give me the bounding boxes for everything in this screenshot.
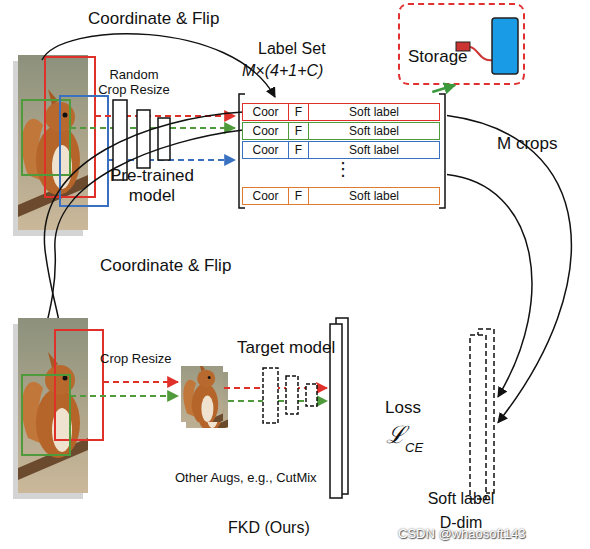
arrow-caption: Coordinate & Flip	[88, 9, 219, 29]
coordinate-cell: Coor	[242, 187, 289, 205]
target-layer	[286, 376, 298, 414]
loss-subscript: CE	[405, 441, 423, 456]
cell-text: F	[289, 188, 308, 204]
crop-box-green	[22, 375, 70, 455]
label-set-bracket: Label SetM×(4+1+C)CoorFSoft labelCoorFSo…	[237, 92, 447, 210]
coordinate-cell: Coor	[242, 122, 289, 140]
vector-outline	[466, 328, 498, 500]
storage-box: Storage	[398, 3, 525, 85]
cell-text: Soft label	[309, 104, 439, 120]
coordinate-arrow	[44, 112, 243, 328]
flip-cell: F	[288, 141, 309, 159]
input-photo	[18, 318, 88, 493]
flip-cell: F	[288, 103, 309, 121]
crop-box-red	[55, 330, 103, 440]
cell-text: Coor	[243, 123, 288, 139]
label-set-size: M×(4+1+C)	[242, 62, 323, 80]
ellipsis: ⋮	[334, 159, 352, 180]
crop-arrow-green	[70, 395, 178, 397]
coordinate-cell: Coor	[242, 103, 289, 121]
loss-symbol: ℒ	[386, 422, 406, 450]
edge-label: M crops	[497, 134, 557, 154]
input-photo	[18, 55, 88, 230]
target-layer	[263, 368, 278, 423]
figure-caption: FKD (Ours)	[228, 519, 310, 537]
cell-text: Soft label	[309, 142, 439, 158]
soft-label-cell: Soft label	[308, 122, 440, 140]
crop-thumbnail	[181, 342, 223, 447]
crop-box-green	[22, 100, 70, 175]
soft-label-vector: Soft labelD-dim	[466, 328, 498, 500]
coordinate-arrow	[42, 34, 275, 97]
label-arrow	[447, 175, 532, 397]
coordinate-cell: Coor	[242, 141, 289, 159]
soft-label-cell: Soft label	[308, 187, 440, 205]
cell-text: Soft label	[309, 123, 439, 139]
storage-label: Storage	[408, 47, 468, 67]
dashed-vector	[470, 335, 486, 499]
cell-text: Coor	[243, 142, 288, 158]
cell-text: F	[289, 142, 308, 158]
step-caption: Crop Resize	[100, 352, 172, 367]
model-caption: Target model	[237, 338, 335, 358]
cell-text: F	[289, 123, 308, 139]
watermark: CSDN @whaosoft143	[398, 527, 525, 542]
crop-arrow-red	[103, 381, 178, 383]
augmentation-note: Other Augs, e.g., CutMix	[175, 471, 317, 486]
network-layer	[137, 110, 150, 168]
target-layer	[306, 384, 317, 406]
storage-device	[492, 18, 518, 74]
model-caption: Pre-trained model	[94, 166, 210, 205]
cell-text: Coor	[243, 104, 288, 120]
cell-text: F	[289, 104, 308, 120]
label-arrow	[447, 116, 571, 423]
soft-label-cell: Soft label	[308, 141, 440, 159]
cell-text: Soft label	[309, 188, 439, 204]
cell-text: Coor	[243, 188, 288, 204]
label-set-title: Label Set	[258, 40, 326, 58]
flip-cell: F	[288, 122, 309, 140]
step-caption: Random Crop Resize	[98, 68, 170, 98]
storage-arrow	[432, 85, 455, 92]
vector-label: Soft label	[411, 490, 511, 508]
loss-label: Loss	[385, 398, 421, 418]
soft-label-cell: Soft label	[308, 103, 440, 121]
arrow-caption: Coordinate & Flip	[100, 256, 231, 276]
flip-cell: F	[288, 187, 309, 205]
usb-cable	[470, 47, 492, 60]
